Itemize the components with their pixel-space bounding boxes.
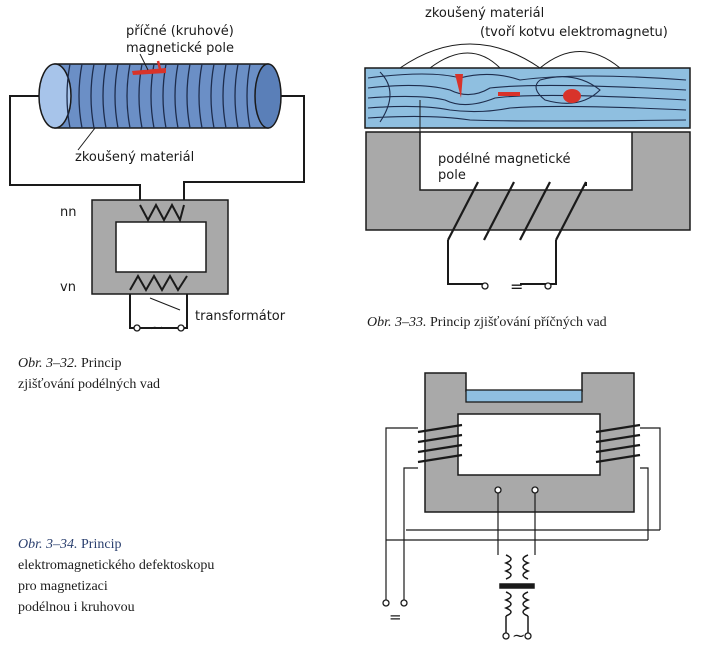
label-armature: (tvoří kotvu elektromagnetu)	[480, 25, 668, 40]
fig34-transformer	[499, 554, 535, 634]
electromagnet-core	[365, 131, 691, 241]
caption-fig-3-32-text1: Princip	[81, 356, 122, 371]
primary-winding	[139, 202, 185, 223]
label-nn: nn	[60, 205, 76, 220]
fig34-label-dc-symbol: =	[389, 608, 402, 626]
label-vn: vn	[60, 280, 76, 295]
electromagnet-coil	[447, 181, 587, 241]
right-coil	[595, 423, 641, 464]
caption-fig-3-33: Obr. 3–33. Princip zjišťování příčných v…	[367, 313, 607, 333]
coil-windings	[66, 63, 251, 129]
fig32-circuit-wires	[9, 95, 305, 329]
left-coil	[417, 423, 463, 464]
label-tested-material: zkoušený materiál	[75, 150, 194, 165]
caption-fig-3-34-line1: Obr. 3–34. Princip	[18, 535, 121, 555]
label-dc-symbol: =	[510, 277, 523, 296]
figure-3-33: zkoušený materiál (tvoří kotvu elektroma…	[364, 6, 691, 296]
figure-3-34: = ~	[382, 372, 661, 645]
longitudinal-defect-mark	[132, 68, 166, 75]
caption-fig-3-34-text2: elektromagnetického defektoskopu	[18, 558, 215, 573]
tested-material-bar	[364, 67, 691, 129]
caption-fig-3-33-number: Obr. 3–33.	[367, 315, 427, 330]
label-longitudinal-field-2: pole	[438, 168, 466, 183]
transverse-defect-mark	[455, 74, 463, 98]
caption-fig-3-32-line1: Obr. 3–32. Princip	[18, 354, 121, 374]
fig34-label-ac-symbol: ~	[512, 626, 525, 645]
caption-fig-3-34-text3: pro magnetizaci	[18, 579, 108, 594]
caption-fig-3-33-text: Princip zjišťování příčných vad	[430, 315, 607, 330]
transformer	[91, 199, 229, 295]
caption-fig-3-34-number: Obr. 3–34.	[18, 537, 78, 552]
caption-fig-3-34-text1: Princip	[81, 537, 122, 552]
label-longitudinal-field-1: podélné magnetické	[438, 152, 570, 167]
caption-fig-3-32-number: Obr. 3–32.	[18, 356, 78, 371]
defect-spot	[563, 89, 581, 103]
label-ac-symbol: ~	[150, 318, 163, 337]
label-tested-material-2: zkoušený materiál	[425, 6, 544, 21]
label-transformer: transformátor	[195, 309, 286, 324]
test-specimen-bar	[465, 389, 583, 403]
label-cross-field-2: magnetické pole	[126, 41, 234, 56]
longitudinal-field-lines	[367, 71, 687, 123]
caption-fig-3-34-text4: podélnou i kruhovou	[18, 600, 135, 615]
secondary-winding	[129, 273, 188, 293]
label-cross-field-1: příčné (kruhové)	[126, 24, 234, 39]
figure-3-32: příčné (kruhové) magnetické pole zkoušen…	[9, 24, 305, 337]
defectoscope-core	[417, 372, 641, 513]
tested-material-cylinder	[38, 60, 282, 129]
caption-fig-3-32-text2: zjišťování podélných vad	[18, 377, 161, 392]
